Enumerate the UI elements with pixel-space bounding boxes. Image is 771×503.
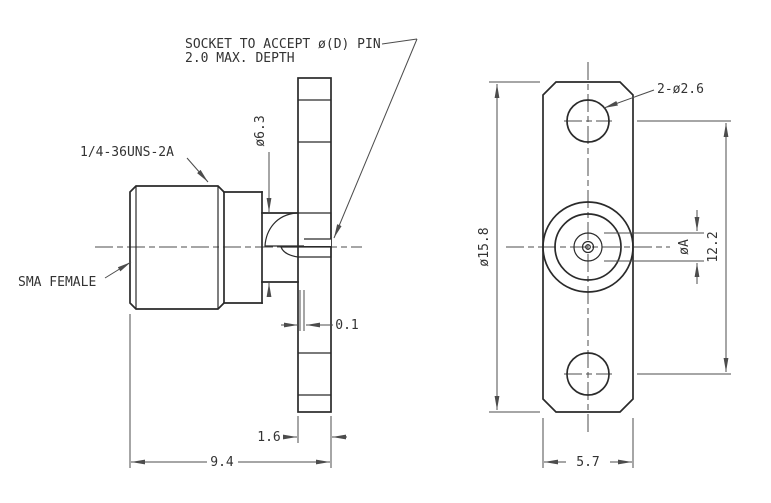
outer-boss-circle: [542, 201, 634, 293]
top-mounting-hole: [566, 99, 610, 143]
center-lines: [95, 62, 670, 432]
center-pin-circle: [585, 244, 591, 250]
connector-label: SMA FEMALE: [18, 275, 96, 290]
socket-bore: [304, 239, 331, 246]
thread-label: 1/4-36UNS-2A: [80, 145, 174, 160]
holes-leader: [603, 89, 655, 109]
dielectric-section-upper: [264, 212, 332, 247]
dim-flange-depth: 5.7: [576, 455, 599, 470]
inner-boss-circle: [554, 213, 622, 281]
thread-leader: [186, 157, 209, 183]
connector-leader: [104, 261, 132, 279]
socket-note-line1: SOCKET TO ACCEPT ø(D) PIN: [185, 37, 381, 52]
dim-overall-length: 9.4: [210, 455, 234, 470]
socket-note-leader-a: [381, 38, 418, 45]
dim-flange-thickness: 1.6: [257, 430, 280, 445]
holes-label: 2-ø2.6: [657, 82, 704, 97]
dim-barrel-diameter: ø6.3: [253, 115, 268, 146]
dim-step: 0.1: [335, 318, 358, 333]
socket-note-line2: 2.0 MAX. DEPTH: [185, 51, 295, 66]
socket-opening-circle: [581, 240, 595, 254]
dimension-annotations: SOCKET TO ACCEPT ø(D) PIN 2.0 MAX. DEPTH…: [18, 37, 731, 470]
side-view: [129, 77, 332, 413]
front-view: [542, 81, 634, 413]
dim-hole-spacing: 12.2: [706, 231, 721, 262]
dielectric-section-lower: [280, 246, 332, 258]
bottom-mounting-hole: [566, 352, 610, 396]
dim-flange-diameter: ø15.8: [477, 227, 492, 266]
socket-note-leader-b: [333, 38, 418, 239]
dim-socket-diameter: øA: [677, 239, 692, 255]
flange-outline: [542, 81, 634, 413]
dielectric-circle: [573, 232, 603, 262]
